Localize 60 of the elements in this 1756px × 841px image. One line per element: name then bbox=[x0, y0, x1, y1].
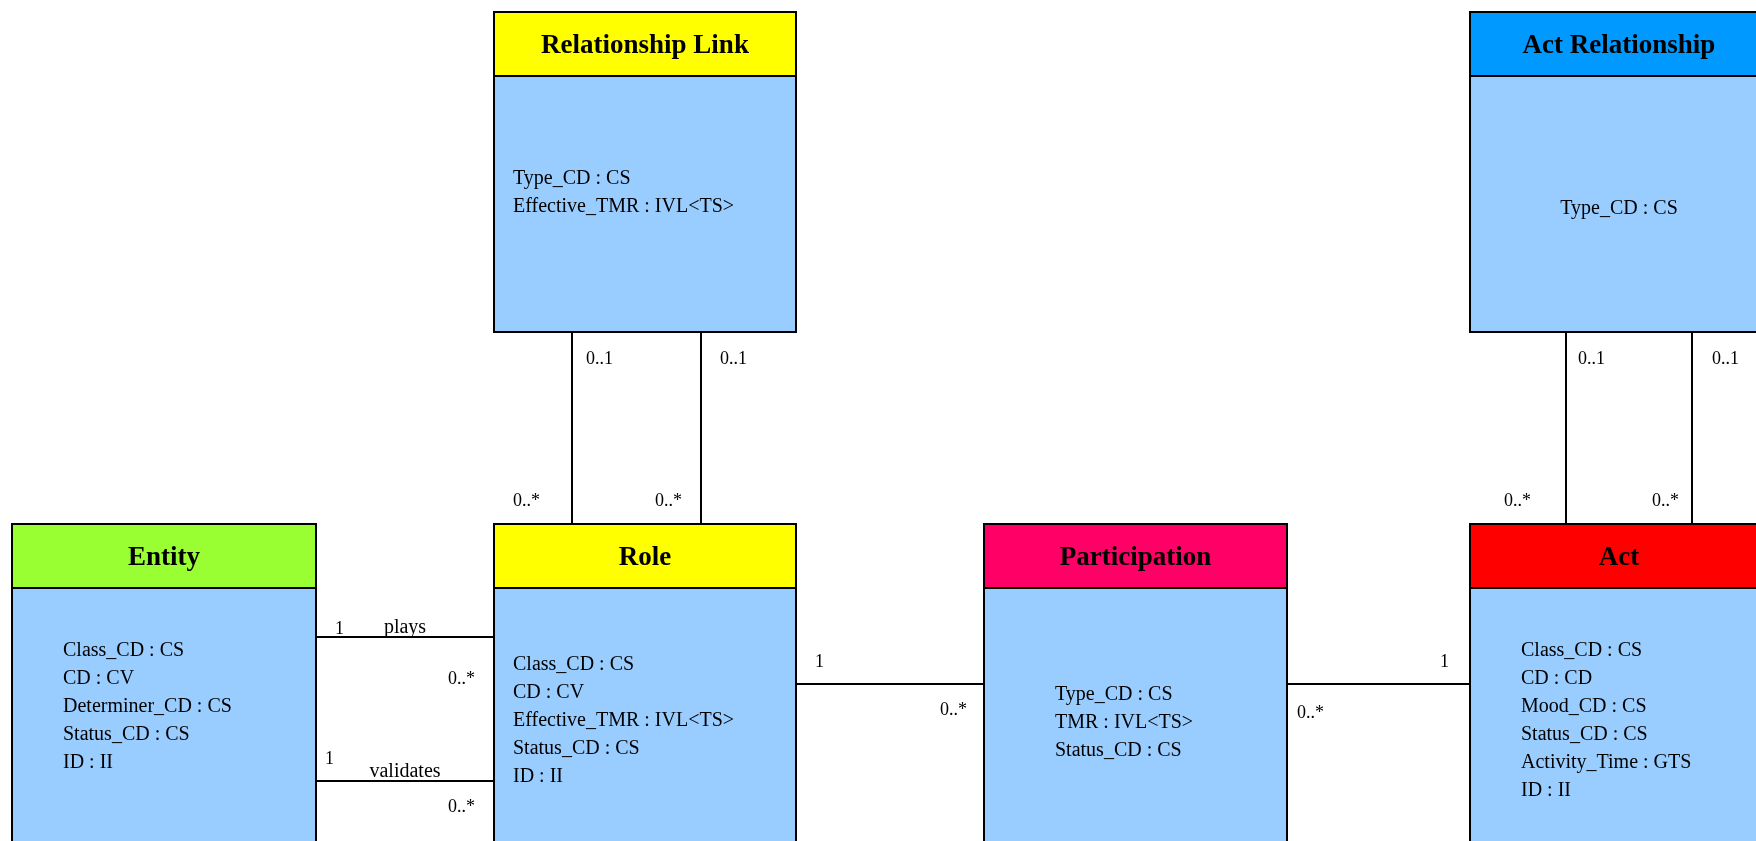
attribute-text: Mood_CD : CS bbox=[1521, 693, 1647, 718]
attribute-text: TMR : IVL<TS> bbox=[1055, 709, 1194, 734]
association-line bbox=[1287, 683, 1470, 685]
attribute-text: Type_CD : CS bbox=[1055, 681, 1173, 707]
class-box bbox=[493, 523, 797, 841]
multiplicity-label: 0..* bbox=[1652, 491, 1679, 509]
multiplicity-label: 0..* bbox=[448, 797, 475, 815]
multiplicity-label: 1 bbox=[335, 619, 344, 637]
association-line bbox=[316, 636, 494, 638]
attribute-text: Status_CD : CS bbox=[63, 721, 190, 746]
attribute-text: Class_CD : CS bbox=[63, 637, 185, 662]
attribute-text: Determiner_CD : CS bbox=[63, 693, 232, 718]
multiplicity-label: 0..* bbox=[1504, 491, 1531, 509]
class-box bbox=[1469, 11, 1756, 333]
multiplicity-label: 1 bbox=[1440, 652, 1449, 670]
attribute-text: Effective_TMR : IVL<TS> bbox=[513, 707, 735, 732]
class-name: Entity bbox=[128, 542, 200, 570]
multiplicity-label: 0..* bbox=[513, 491, 540, 509]
attribute-text: CD : CD bbox=[1521, 665, 1593, 690]
attribute-text: Status_CD : CS bbox=[1521, 721, 1648, 746]
attribute-text: Activity_Time : GTS bbox=[1521, 749, 1692, 775]
class-name: Act bbox=[1598, 542, 1640, 570]
multiplicity-label: 1 bbox=[815, 652, 824, 670]
attribute-text: Status_CD : CS bbox=[1055, 737, 1182, 762]
edge-label: validates bbox=[369, 760, 441, 780]
association-line bbox=[700, 332, 702, 524]
class-name: Act Relationship bbox=[1522, 30, 1716, 58]
attribute-text: Type_CD : CS bbox=[1560, 195, 1678, 221]
association-line bbox=[1565, 332, 1567, 524]
attribute-text: ID : II bbox=[513, 763, 563, 788]
class-name: Participation bbox=[1059, 542, 1212, 570]
class-box bbox=[1469, 523, 1756, 841]
multiplicity-label: 0..* bbox=[1297, 703, 1324, 721]
association-line bbox=[316, 780, 494, 782]
attribute-text: ID : II bbox=[63, 749, 113, 774]
association-line bbox=[1691, 332, 1693, 524]
class-name: Relationship Link bbox=[541, 30, 749, 58]
attribute-text: Class_CD : CS bbox=[513, 651, 635, 676]
association-line bbox=[796, 683, 984, 685]
attribute-text: Type_CD : CS bbox=[513, 165, 631, 191]
attribute-text: CD : CV bbox=[513, 679, 585, 704]
class-name: Role bbox=[618, 542, 672, 570]
attribute-text: Status_CD : CS bbox=[513, 735, 640, 760]
multiplicity-label: 0..1 bbox=[586, 349, 613, 367]
attribute-text: ID : II bbox=[1521, 777, 1571, 802]
attribute-text: Class_CD : CS bbox=[1521, 637, 1643, 662]
multiplicity-label: 0..1 bbox=[720, 349, 747, 367]
multiplicity-label: 1 bbox=[325, 749, 334, 767]
class-box bbox=[983, 523, 1288, 841]
multiplicity-label: 0..* bbox=[448, 669, 475, 687]
association-line bbox=[571, 332, 573, 524]
multiplicity-label: 0..* bbox=[655, 491, 682, 509]
multiplicity-label: 0..1 bbox=[1578, 349, 1605, 367]
attribute-text: Effective_TMR : IVL<TS> bbox=[513, 193, 735, 218]
multiplicity-label: 0..1 bbox=[1712, 349, 1739, 367]
class-box bbox=[11, 523, 317, 841]
edge-label: plays bbox=[383, 616, 427, 636]
multiplicity-label: 0..* bbox=[940, 700, 967, 718]
class-box bbox=[493, 11, 797, 333]
attribute-text: CD : CV bbox=[63, 665, 135, 690]
